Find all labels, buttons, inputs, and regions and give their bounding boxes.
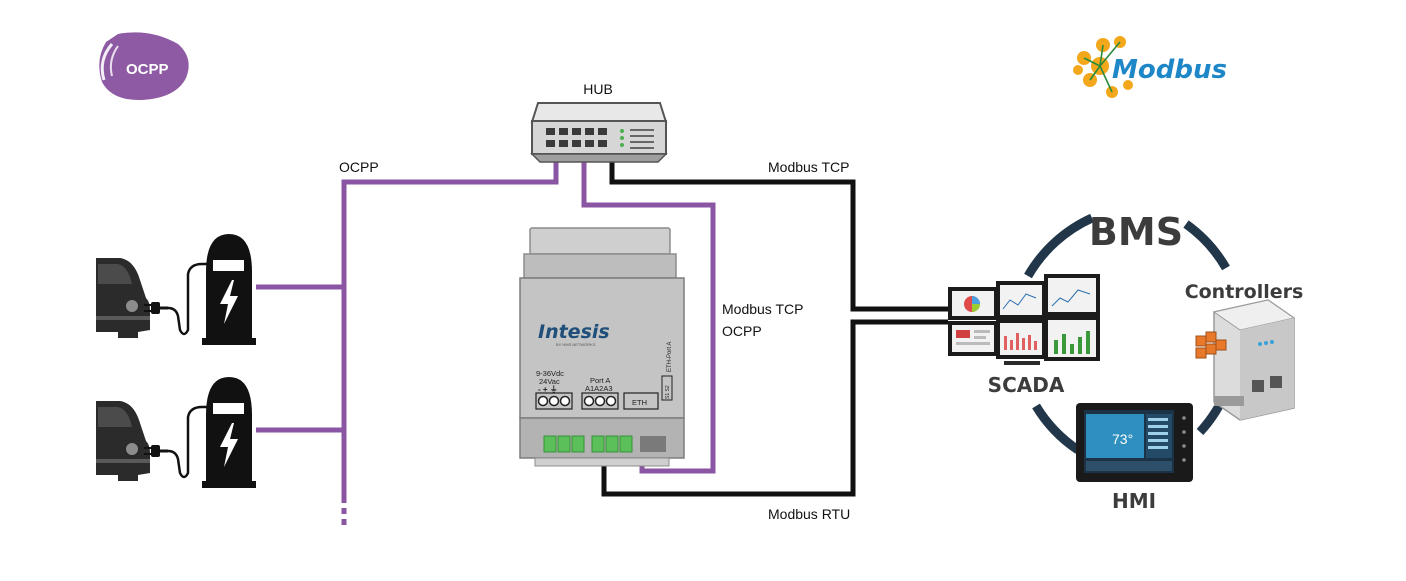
ev-station-1 [94, 232, 258, 347]
gateway-port-pins: A1A2A3 [585, 384, 613, 393]
gateway-brand-sub: BY HMS NETWORKS [556, 342, 596, 347]
ocpp-gateway-label: OCPP [722, 323, 762, 339]
ev-station-2 [94, 375, 258, 490]
hmi-panel-icon [1076, 403, 1193, 482]
modbus-rtu-link-label: Modbus RTU [768, 506, 850, 522]
modbus-wires [601, 162, 948, 497]
ocpp-link-label: OCPP [339, 159, 379, 175]
modbus-logo: Modbus [1073, 36, 1227, 98]
scada-label: SCADA [988, 373, 1065, 397]
plc-controller-icon [1195, 299, 1296, 421]
hmi-temperature: 73° [1112, 431, 1133, 447]
bms-title: BMS [1089, 210, 1183, 254]
scada-monitors-icon [948, 274, 1100, 365]
modbus-tcp-gateway-label: Modbus TCP [722, 301, 803, 317]
hub-label: HUB [583, 81, 613, 97]
gateway-led-label: S1 S2 [665, 385, 671, 399]
modbus-tcp-link-label: Modbus TCP [768, 159, 849, 175]
gateway-brand: Intesis [538, 321, 610, 343]
modbus-logo-text: Modbus [1112, 55, 1227, 85]
ocpp-logo-text: OCPP [126, 61, 169, 78]
gateway-power-label: 9-36Vdc [536, 369, 564, 378]
gateway-power-pins: - + ⏚ [538, 385, 558, 394]
gateway-eth-port-label: ETH-Port A [667, 342, 673, 372]
gateway-icon [519, 227, 685, 467]
hub-icon [530, 102, 668, 163]
gateway-port-label: Port A [590, 376, 610, 385]
ocpp-logo: OCPP [99, 32, 189, 101]
hmi-label: HMI [1112, 489, 1156, 513]
ocpp-bus-wires [256, 162, 716, 494]
controllers-label: Controllers [1185, 281, 1304, 303]
gateway-eth-label: ETH [632, 398, 647, 407]
gateway-power-label2: 24Vac [539, 377, 560, 386]
